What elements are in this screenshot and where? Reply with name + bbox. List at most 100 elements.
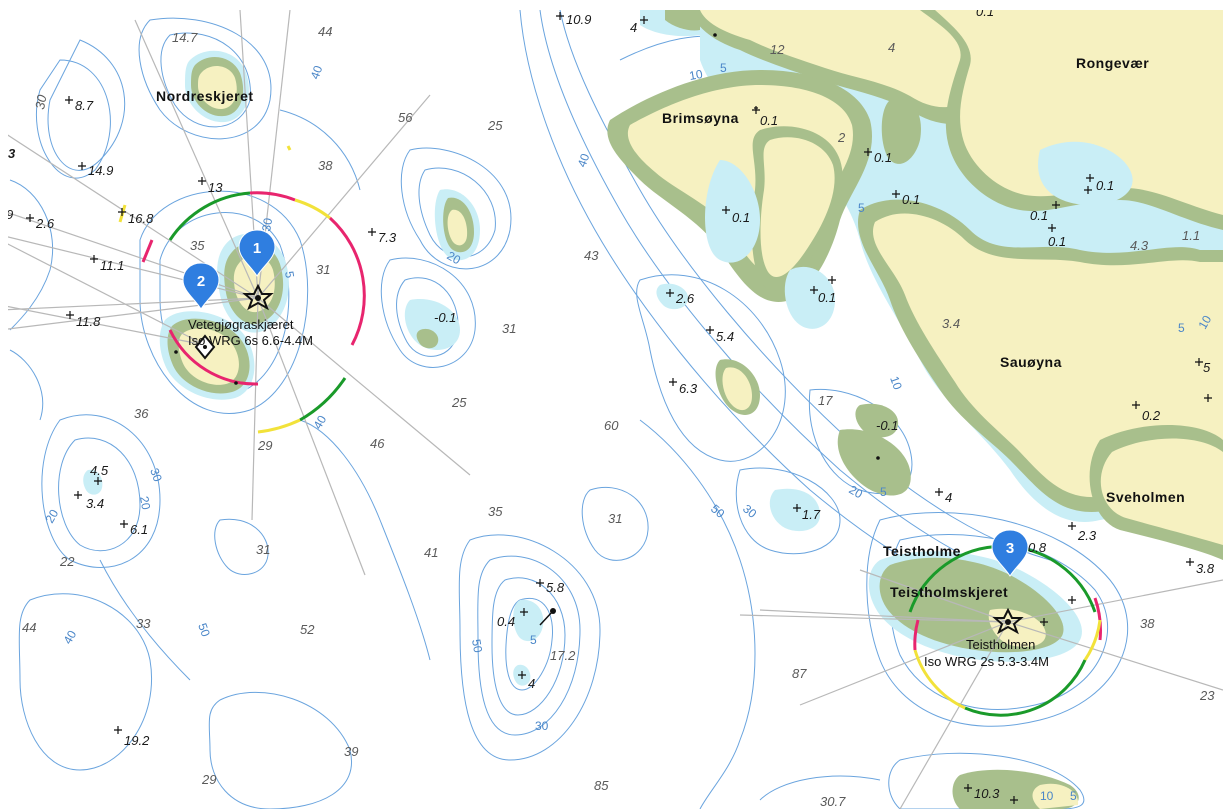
lighthouse-icon[interactable] [992, 607, 1024, 635]
svg-text:0.1: 0.1 [1030, 208, 1048, 223]
svg-text:10: 10 [1195, 313, 1214, 332]
map-left-border [0, 0, 8, 809]
svg-text:0.4: 0.4 [497, 614, 515, 629]
svg-text:16.8: 16.8 [128, 211, 154, 226]
svg-text:6.3: 6.3 [679, 381, 698, 396]
svg-text:3.4: 3.4 [942, 316, 960, 331]
beacon-pole-icon [539, 608, 556, 626]
svg-text:87: 87 [792, 666, 807, 681]
svg-text:29: 29 [257, 438, 272, 453]
svg-text:9: 9 [6, 207, 13, 222]
place-name-sveholmen: Sveholmen [1106, 489, 1185, 505]
map-marker-2[interactable]: 2 [182, 262, 220, 310]
place-name-teistholmskjeret: Teistholmskjeret [890, 584, 1008, 600]
svg-text:0.1: 0.1 [732, 210, 750, 225]
svg-text:6.1: 6.1 [130, 522, 148, 537]
svg-text:0.1: 0.1 [874, 150, 892, 165]
svg-text:0.1: 0.1 [902, 192, 920, 207]
place-names: Nordreskjeret Brimsøyna Rongevær Sauøyna… [156, 55, 1185, 600]
svg-text:11.1: 11.1 [100, 258, 124, 273]
svg-text:31: 31 [502, 321, 516, 336]
svg-text:52: 52 [300, 622, 315, 637]
svg-text:5: 5 [530, 633, 537, 647]
small-dots [174, 33, 880, 460]
svg-text:50: 50 [195, 621, 213, 639]
svg-text:5: 5 [880, 485, 887, 499]
lighthouse-icon[interactable] [242, 283, 274, 311]
svg-text:-0.1: -0.1 [434, 310, 456, 325]
svg-text:30: 30 [259, 217, 275, 233]
svg-text:10: 10 [887, 374, 905, 392]
svg-text:5: 5 [1203, 360, 1211, 375]
place-name-nordreskjeret: Nordreskjeret [156, 88, 254, 104]
svg-text:10: 10 [688, 67, 704, 83]
place-name-rongevaer: Rongevær [1076, 55, 1149, 71]
svg-text:30: 30 [535, 719, 549, 733]
map-marker-icon: 2 [197, 273, 205, 290]
depth-soundings: 14.7 44 30 8.7 56 25 38 3 14.9 13 16.8 9… [6, 4, 1215, 809]
map-marker-3[interactable]: 3 [991, 529, 1029, 577]
svg-text:5: 5 [720, 61, 727, 75]
svg-text:35: 35 [190, 238, 205, 253]
svg-text:20: 20 [847, 482, 866, 501]
light-name-vetegjograskjaeret: Vetegjøgraskjæret [188, 317, 294, 332]
coastline-right [607, 10, 1223, 560]
svg-text:1.7: 1.7 [802, 507, 821, 522]
svg-text:44: 44 [318, 24, 332, 39]
svg-text:2.6: 2.6 [675, 291, 695, 306]
svg-text:0.8: 0.8 [1028, 540, 1047, 555]
svg-text:4.5: 4.5 [90, 463, 109, 478]
light-characteristic-1: Iso WRG 6s 6.6-4.4M [188, 333, 313, 348]
place-name-teistholmen: Teistholme [883, 543, 961, 559]
svg-text:25: 25 [451, 395, 467, 410]
light-characteristic-2: Iso WRG 2s 5.3-3.4M [924, 654, 1049, 669]
svg-text:56: 56 [398, 110, 413, 125]
svg-text:31: 31 [256, 542, 270, 557]
svg-text:17: 17 [818, 393, 833, 408]
svg-text:38: 38 [1140, 616, 1155, 631]
map-top-border [0, 0, 1223, 10]
svg-text:39: 39 [344, 744, 358, 759]
svg-text:36: 36 [134, 406, 149, 421]
svg-text:40: 40 [575, 151, 593, 169]
svg-text:20: 20 [137, 495, 153, 511]
light-sector-arcs-1 [118, 145, 366, 434]
svg-text:60: 60 [604, 418, 619, 433]
svg-text:38: 38 [318, 158, 333, 173]
svg-text:41: 41 [424, 545, 438, 560]
depth-contours [9, 10, 1223, 809]
svg-text:14.7: 14.7 [172, 30, 198, 45]
svg-text:31: 31 [608, 511, 622, 526]
svg-text:0.2: 0.2 [1142, 408, 1161, 423]
svg-text:8.7: 8.7 [75, 98, 94, 113]
svg-text:5: 5 [1178, 321, 1185, 335]
svg-text:0.1: 0.1 [1096, 178, 1114, 193]
svg-text:29: 29 [201, 772, 216, 787]
beacon-diamond-icon [194, 334, 216, 360]
svg-text:7.3: 7.3 [378, 230, 397, 245]
svg-text:30: 30 [32, 93, 49, 111]
svg-text:-0.1: -0.1 [876, 418, 898, 433]
svg-text:4: 4 [630, 20, 637, 35]
svg-text:43: 43 [584, 248, 599, 263]
svg-text:12: 12 [770, 42, 785, 57]
svg-text:0.1: 0.1 [760, 113, 778, 128]
svg-text:11.8: 11.8 [76, 314, 101, 329]
sounding-markers [26, 12, 1212, 804]
svg-text:5: 5 [858, 201, 865, 215]
svg-text:10: 10 [1040, 789, 1054, 803]
svg-text:31: 31 [316, 262, 330, 277]
svg-text:25: 25 [487, 118, 503, 133]
map-marker-1[interactable]: 1 [238, 229, 276, 277]
map-marker-icon: 3 [1006, 540, 1014, 557]
svg-text:22: 22 [59, 554, 75, 569]
rock-markers [520, 106, 1140, 616]
svg-text:3: 3 [8, 146, 16, 161]
svg-text:40: 40 [60, 628, 79, 647]
svg-text:3.4: 3.4 [86, 496, 104, 511]
svg-text:85: 85 [594, 778, 609, 793]
svg-text:5.4: 5.4 [716, 329, 734, 344]
svg-text:35: 35 [488, 504, 503, 519]
svg-text:4: 4 [945, 490, 952, 505]
